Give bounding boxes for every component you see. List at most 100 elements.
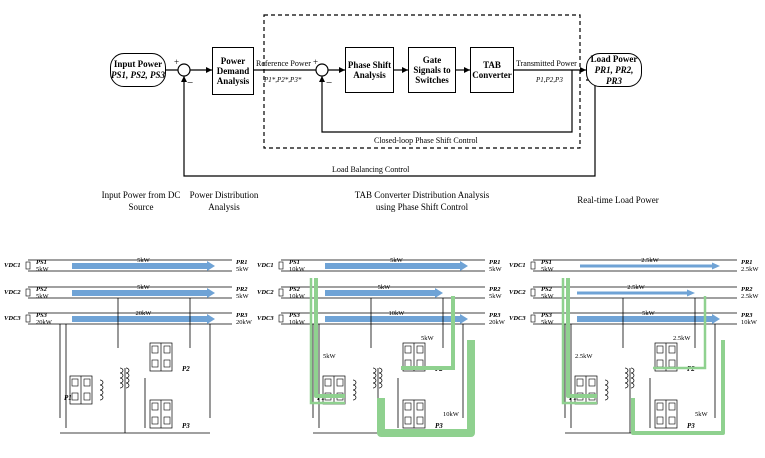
transformer-coil (99, 379, 104, 386)
bus-label: VDC1 (509, 262, 526, 269)
source-symbol (25, 288, 31, 297)
transformer-coil (624, 372, 629, 379)
bridge-p3-switch (404, 416, 412, 425)
load-value: 5kW (236, 293, 250, 300)
transformer-coil (99, 389, 104, 396)
source-symbol (278, 261, 284, 270)
green-path-p1 (314, 278, 345, 398)
flow-value: 5kW (642, 310, 656, 317)
flow-arrow (577, 314, 720, 324)
green-path-p3 (631, 340, 725, 435)
load-balancing-label: Load Balancing Control (332, 165, 410, 174)
transformer-coil (99, 384, 104, 391)
transformer-coil (119, 372, 124, 379)
green-path-p3 (377, 340, 475, 437)
extra-flow-2: 2.5kW (673, 335, 691, 342)
transformer-coil (125, 377, 130, 384)
transformer-coil (624, 382, 629, 389)
bridge-p3-switch (668, 416, 676, 425)
load-value: 2.5kW (741, 293, 759, 300)
source-name: PS1 (289, 259, 300, 266)
transformer-coil (630, 372, 635, 379)
load-value: 10kW (741, 319, 758, 326)
plus-sign-2: + (313, 57, 319, 67)
transformer-coil (630, 377, 635, 384)
flow-arrow (72, 314, 215, 324)
source-symbol (530, 261, 536, 270)
load-name: PR2 (489, 286, 501, 293)
flow-value: 5kW (390, 257, 404, 264)
flow-value: 10kW (389, 310, 406, 317)
flow-value: 2.5kW (641, 257, 659, 264)
bridge-p2-switch (416, 359, 424, 368)
transformer-coil (119, 367, 124, 374)
load-name: PR2 (236, 286, 248, 293)
load-name: PR3 (489, 312, 501, 319)
bridge-p3-switch (656, 402, 664, 411)
source-name: PS2 (541, 286, 553, 293)
extra-flow-1: 5kW (323, 353, 337, 360)
flow-value: 5kW (137, 284, 151, 291)
closed-loop-label: Closed-loop Phase Shift Control (374, 136, 478, 145)
flow-arrow (580, 262, 720, 270)
flow-value: 5kW (137, 257, 151, 264)
source-name: PS3 (289, 312, 301, 319)
bus-label: VDC2 (509, 289, 526, 296)
flow-value: 20kW (136, 310, 153, 317)
flow-arrow (72, 261, 215, 271)
gate-signals-box: Gate Signals to Switches (408, 47, 456, 93)
transmitted-power-label: Transmitted Power (516, 59, 577, 68)
transformer-coil (372, 382, 377, 389)
source-symbol (25, 261, 31, 270)
flow-arrow (325, 314, 468, 324)
reference-power-label: Reference Power (256, 59, 311, 68)
load-name: PR1 (741, 259, 753, 266)
transformer-coil (378, 367, 383, 374)
transformer-coil (352, 389, 357, 396)
bridge-p1-switch (336, 378, 344, 387)
transformer-coil (372, 372, 377, 379)
load-value: 20kW (236, 319, 253, 326)
source-value: 5kW (541, 293, 555, 300)
port-label-p3: P3 (435, 422, 443, 430)
bridge-p3-switch (668, 402, 676, 411)
bridge-p2-switch (404, 345, 412, 354)
green-path-p1b (561, 278, 597, 405)
bridge-p3-switch (416, 416, 424, 425)
load-name: PR1 (489, 259, 501, 266)
source-symbol (278, 314, 284, 323)
transformer-coil (125, 382, 130, 389)
flow-arrow (325, 288, 443, 298)
transformer-coil (352, 384, 357, 391)
extra-flow-2: 5kW (421, 335, 435, 342)
source-symbol (530, 288, 536, 297)
bridge-p3-switch (416, 402, 424, 411)
source-symbol (278, 288, 284, 297)
source-name: PS2 (36, 286, 48, 293)
phase-shift-box: Phase Shift Analysis (345, 47, 394, 93)
transformer-coil (624, 377, 629, 384)
bridge-p2-switch (163, 345, 171, 354)
reference-vars-label: P1*,P2*,P3* (264, 76, 302, 84)
transformer-coil (604, 389, 609, 396)
transformer-coil (99, 394, 104, 401)
flow-arrow (72, 288, 215, 298)
bridge-p3-switch (656, 416, 664, 425)
transformer-coil (352, 379, 357, 386)
transformer-coil (604, 384, 609, 391)
transformer-coil (624, 367, 629, 374)
bridge-p3-switch (163, 402, 171, 411)
green-path-p2 (653, 296, 707, 370)
transformer-coil (125, 372, 130, 379)
green-path-p1b (309, 278, 345, 405)
bus-label: VDC2 (4, 289, 21, 296)
bridge-p2-switch (151, 345, 159, 354)
transformer-coil (119, 377, 124, 384)
green-path-p2 (401, 296, 455, 370)
bus-label: VDC1 (257, 262, 274, 269)
flow-arrow (325, 261, 468, 271)
flow-value: 5kW (378, 284, 392, 291)
bridge-p1-switch (576, 378, 584, 387)
load-value: 5kW (489, 266, 503, 273)
